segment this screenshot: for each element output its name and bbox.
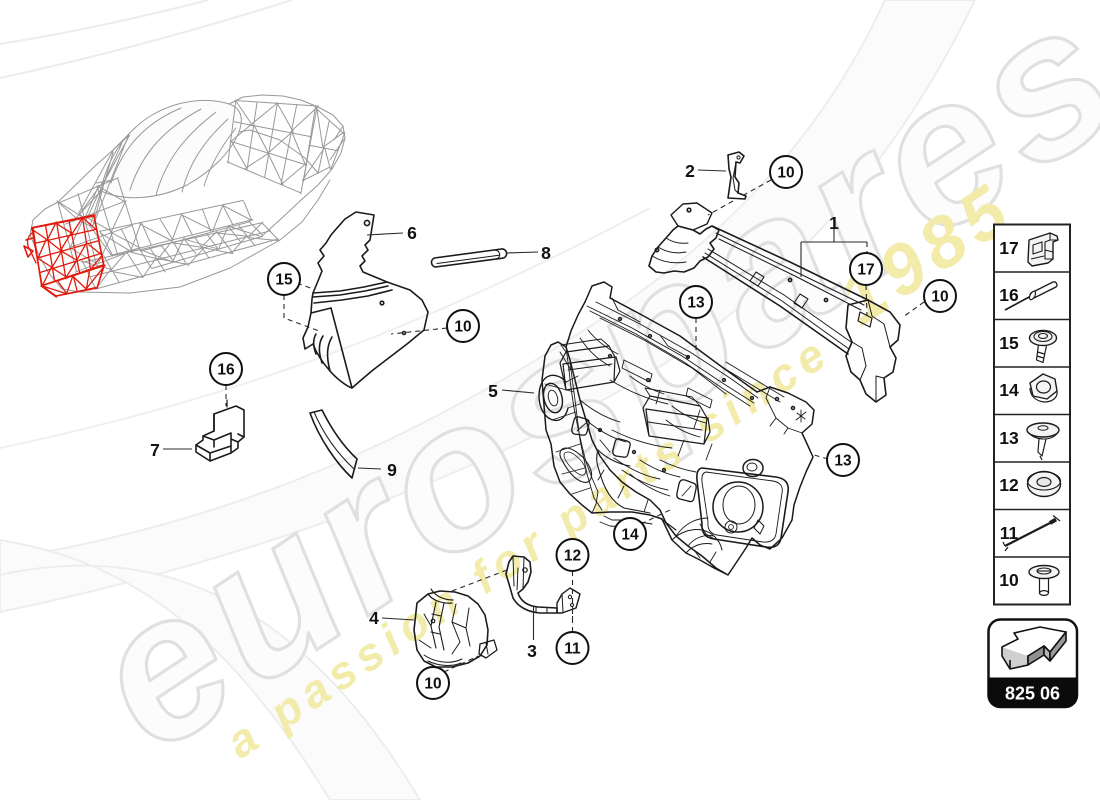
svg-text:17: 17 bbox=[999, 238, 1018, 258]
svg-text:6: 6 bbox=[407, 223, 417, 243]
svg-text:16: 16 bbox=[217, 362, 235, 379]
svg-text:10: 10 bbox=[777, 165, 794, 182]
svg-text:16: 16 bbox=[999, 285, 1019, 305]
svg-text:13: 13 bbox=[834, 453, 852, 470]
svg-text:11: 11 bbox=[564, 641, 581, 658]
svg-text:17: 17 bbox=[857, 262, 874, 279]
svg-text:10: 10 bbox=[424, 676, 441, 693]
svg-text:10: 10 bbox=[999, 570, 1019, 590]
svg-text:11: 11 bbox=[1000, 523, 1019, 543]
svg-text:3: 3 bbox=[527, 641, 537, 661]
svg-text:12: 12 bbox=[999, 475, 1019, 495]
svg-text:10: 10 bbox=[454, 319, 471, 336]
svg-text:825 06: 825 06 bbox=[1005, 684, 1060, 704]
svg-text:4: 4 bbox=[369, 608, 379, 628]
svg-text:1: 1 bbox=[829, 213, 839, 233]
svg-text:15: 15 bbox=[275, 272, 293, 289]
svg-text:12: 12 bbox=[564, 548, 581, 565]
svg-text:8: 8 bbox=[541, 243, 551, 263]
svg-text:14: 14 bbox=[621, 527, 639, 544]
svg-text:2: 2 bbox=[685, 161, 695, 181]
svg-text:9: 9 bbox=[387, 460, 397, 480]
svg-text:10: 10 bbox=[931, 289, 948, 306]
svg-text:15: 15 bbox=[999, 333, 1019, 353]
svg-text:14: 14 bbox=[999, 380, 1019, 400]
svg-text:13: 13 bbox=[999, 428, 1019, 448]
svg-text:7: 7 bbox=[150, 440, 160, 460]
svg-text:13: 13 bbox=[687, 295, 705, 312]
svg-text:5: 5 bbox=[488, 381, 498, 401]
